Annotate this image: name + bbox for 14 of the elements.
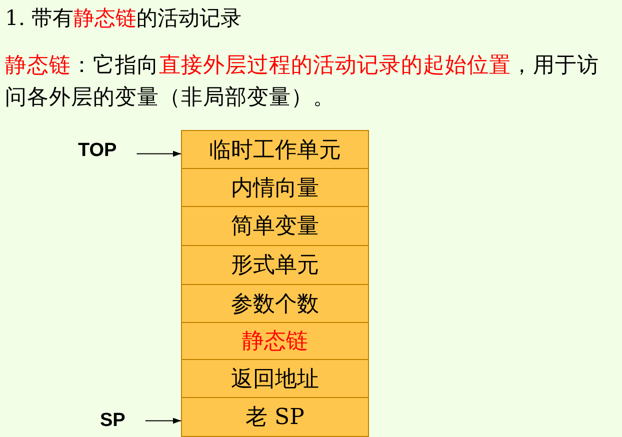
pointer-label: SP (100, 410, 126, 432)
stack-cell: 老 SP (181, 397, 369, 436)
stack-cell: 静态链 (181, 322, 369, 360)
arrow (136, 150, 182, 157)
pointer-label: TOP (78, 140, 117, 162)
stack-cell: 简单变量 (181, 206, 369, 246)
arrow (144, 418, 182, 424)
stack-cell: 形式单元 (181, 245, 369, 286)
stack-cell: 临时工作单元 (181, 130, 369, 170)
stack-cell: 返回地址 (181, 359, 369, 398)
description-text: 静态链：它指向直接外层过程的活动记录的起始位置，用于访问各外层的变量（非局部变量）。 (5, 52, 600, 112)
title: 1. 带有静态链的活动记录 (5, 5, 242, 32)
stack-cell: 内情向量 (181, 168, 369, 208)
stack-cell: 参数个数 (181, 284, 369, 324)
